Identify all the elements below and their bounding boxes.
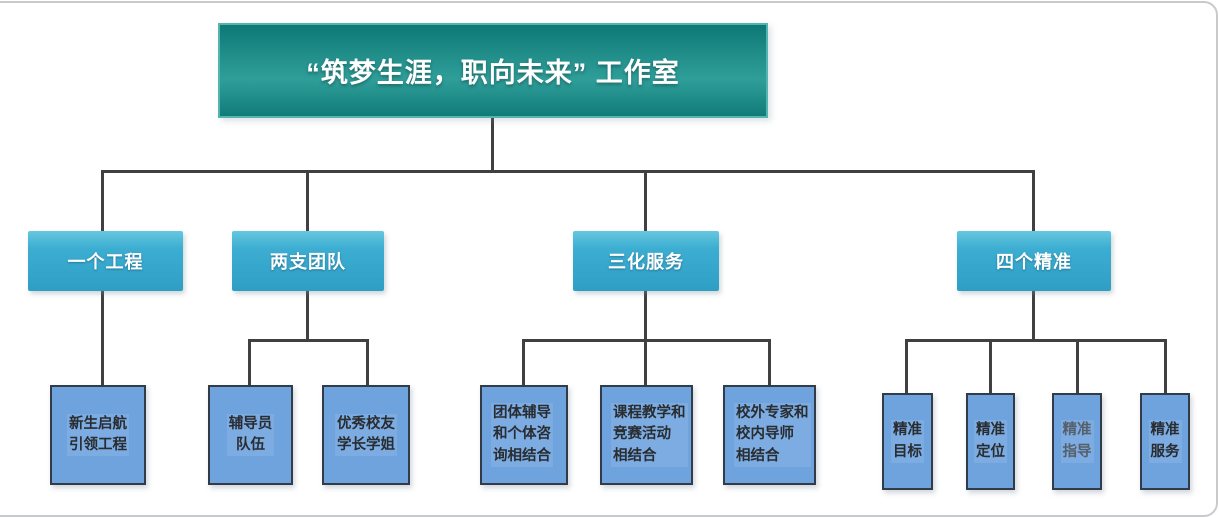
connector-branch3-down [644, 291, 647, 340]
connector-main-trunk [102, 170, 1035, 173]
leaf-label: 精准 目标 [891, 420, 924, 463]
leaf-counselor-team: 辅导员 队伍 [208, 385, 293, 485]
connector-branch2-subtrunk [248, 339, 369, 342]
leaf-group-individual-counseling: 团体辅导 和个体咨 询相结合 [480, 385, 568, 485]
leaf-label: 校外专家和 校内导师 相结合 [734, 403, 811, 467]
connector-drop-branch-1 [101, 170, 104, 231]
branch-one-project: 一个工程 [28, 231, 183, 291]
leaf-alumni-senior-mentors: 优秀校友 学长学姐 [322, 385, 410, 485]
connector-branch3-leaf-1 [522, 339, 525, 385]
leaf-course-competition-combined: 课程教学和 竞赛活动 相结合 [600, 385, 693, 485]
leaf-precise-goal: 精准 目标 [882, 393, 933, 490]
leaf-label: 精准 服务 [1148, 420, 1182, 463]
connector-branch2-leaf-2 [366, 339, 369, 385]
branch-four-precisions: 四个精准 [957, 231, 1111, 291]
connector-drop-branch-4 [1032, 170, 1035, 231]
leaf-precise-positioning: 精准 定位 [966, 393, 1015, 490]
connector-branch2-down [306, 291, 309, 340]
leaf-external-internal-mentors: 校外专家和 校内导师 相结合 [723, 385, 816, 485]
connector-branch3-leaf-3 [768, 339, 771, 385]
org-root-box: “筑梦生涯，职向未来” 工作室 [218, 23, 768, 118]
connector-branch2-leaf-1 [248, 339, 251, 385]
connector-branch4-leaf-1 [905, 339, 908, 393]
branch-three-services: 三化服务 [573, 231, 719, 291]
leaf-precise-guidance: 精准 指导 [1052, 393, 1102, 490]
connector-branch3-leaf-2 [644, 339, 647, 385]
connector-root-down [491, 118, 494, 171]
connector-branch4-subtrunk [905, 339, 1167, 342]
connector-branch4-leaf-3 [1076, 339, 1079, 393]
connector-branch4-leaf-2 [989, 339, 992, 393]
branch-two-teams: 两支团队 [232, 231, 384, 291]
leaf-freshman-launch-project: 新生启航 引领工程 [50, 385, 146, 485]
leaf-precise-service: 精准 服务 [1140, 393, 1190, 490]
leaf-label: 团体辅导 和个体咨 询相结合 [491, 403, 553, 467]
leaf-label: 精准 定位 [974, 420, 1007, 463]
leaf-label: 精准 指导 [1060, 420, 1094, 463]
connector-branch4-down [1032, 291, 1035, 340]
leaf-label: 课程教学和 竞赛活动 相结合 [611, 403, 688, 467]
connector-branch4-leaf-4 [1164, 339, 1167, 393]
leaf-label: 优秀校友 学长学姐 [335, 413, 397, 457]
connector-drop-branch-3 [644, 170, 647, 231]
leaf-label: 新生启航 引领工程 [67, 413, 129, 457]
connector-branch1-leaf [101, 291, 104, 385]
leaf-label: 辅导员 队伍 [226, 413, 275, 457]
connector-drop-branch-2 [306, 170, 309, 231]
